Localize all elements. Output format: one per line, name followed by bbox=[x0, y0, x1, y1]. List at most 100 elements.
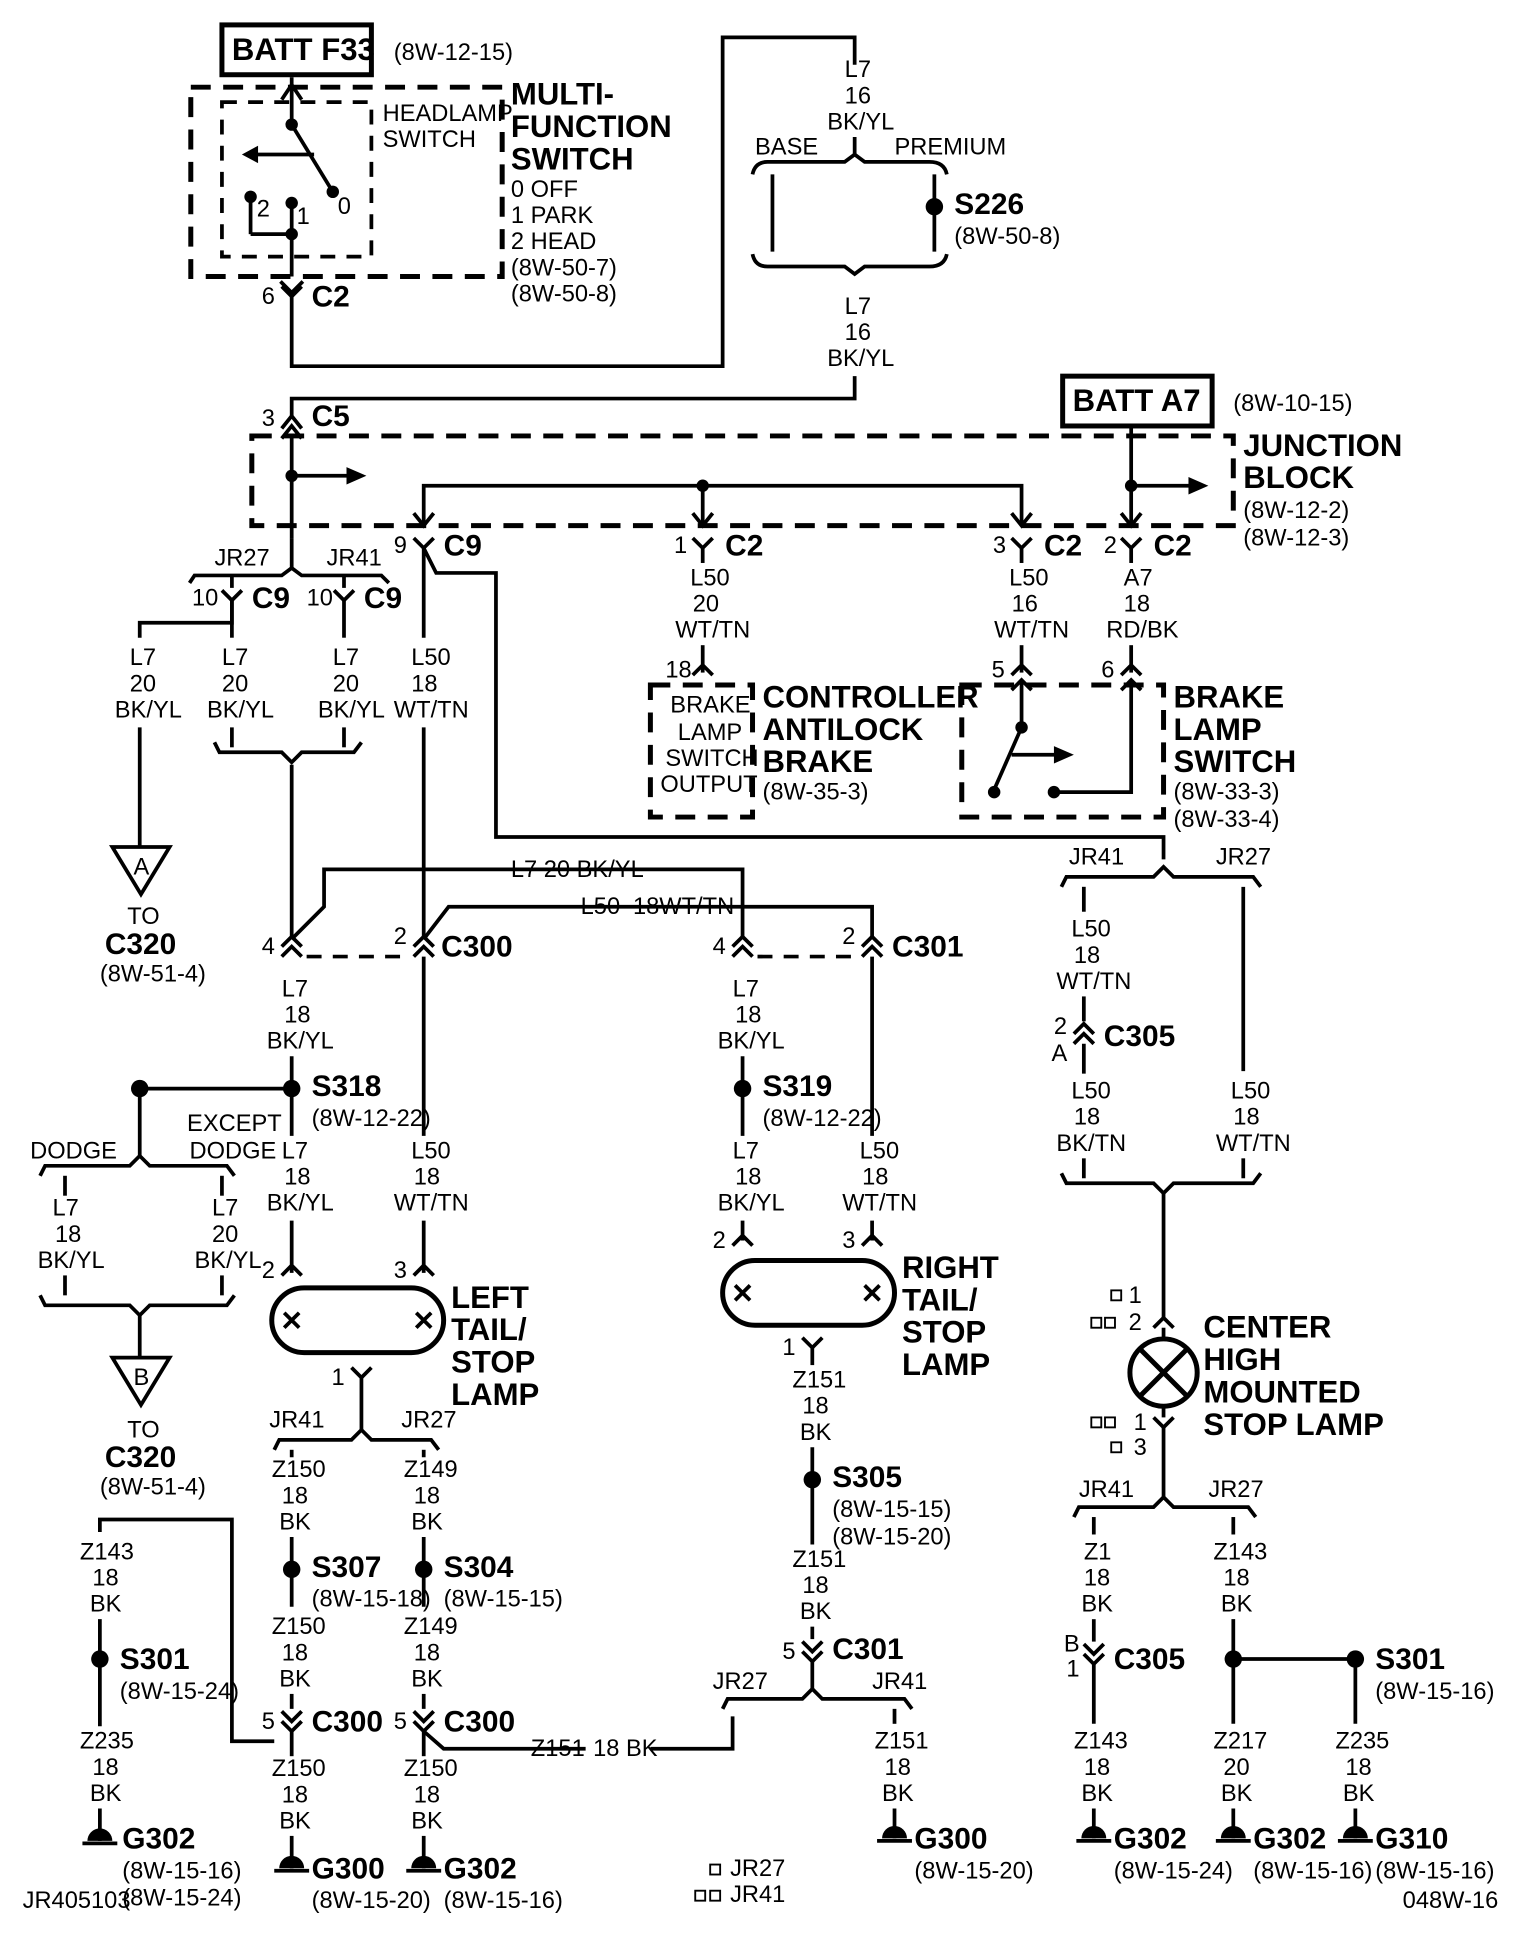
l7-18-s318-3: BK/YL bbox=[267, 1191, 334, 1217]
z150-c-3: BK bbox=[279, 1808, 311, 1834]
c305-top-sub: A bbox=[1051, 1041, 1067, 1067]
batt-a7-ref: (8W-10-15) bbox=[1233, 391, 1352, 417]
l7-18-s318-1: L7 bbox=[282, 1138, 308, 1164]
chmsl-title-1: CENTER bbox=[1203, 1310, 1331, 1345]
l50-18-s318-3: WT/TN bbox=[394, 1191, 469, 1217]
right-lamp-title-2: TAIL/ bbox=[902, 1282, 978, 1317]
z217-3: BK bbox=[1221, 1781, 1253, 1807]
z143-r-1: Z143 bbox=[1213, 1539, 1267, 1565]
chmsl-title-3: MOUNTED bbox=[1203, 1374, 1360, 1409]
g302-l-label: G302 bbox=[122, 1822, 195, 1855]
left-lamp-title-1: LEFT bbox=[451, 1280, 529, 1315]
jb-title-1: JUNCTION bbox=[1243, 428, 1402, 463]
z151-c-2: 18 bbox=[885, 1755, 911, 1781]
l7-20-dodge-2: 20 bbox=[212, 1222, 238, 1248]
s307-label: S307 bbox=[312, 1551, 382, 1584]
bls-title-1: BRAKE bbox=[1174, 679, 1285, 714]
jr27-label-a: JR27 bbox=[214, 545, 269, 571]
l7-20-dodge-1: L7 bbox=[212, 1196, 238, 1222]
left-lamp-pin2: 2 bbox=[262, 1258, 275, 1284]
l50-18-bt-2: 18 bbox=[1074, 1105, 1100, 1131]
s304-ref: (8W-15-15) bbox=[444, 1587, 563, 1613]
mfs-title-1: MULTI- bbox=[511, 77, 614, 112]
c2-top-pin: 6 bbox=[262, 284, 275, 310]
chmsl-bot-pin1: 1 bbox=[1134, 1410, 1147, 1436]
c301-label: C301 bbox=[832, 1633, 903, 1666]
l7-18-s319-3: BK/YL bbox=[718, 1191, 785, 1217]
mfs-title-2: FUNCTION bbox=[511, 109, 672, 144]
chmsl-title-4: STOP LAMP bbox=[1203, 1407, 1383, 1442]
g302-d-label: G302 bbox=[1253, 1822, 1326, 1855]
to-a-to: TO bbox=[127, 904, 159, 930]
left-lamp-pin1: 1 bbox=[332, 1365, 345, 1391]
c9-b-label: C9 bbox=[364, 582, 402, 615]
s319-ref: (8W-12-22) bbox=[762, 1106, 881, 1132]
switch-pos-2: 2 bbox=[257, 197, 270, 223]
l50-18-s319-3: WT/TN bbox=[842, 1191, 917, 1217]
c305-top-pin: 2 bbox=[1054, 1014, 1067, 1040]
z149-a-1: Z149 bbox=[404, 1457, 458, 1483]
c2-top-label: C2 bbox=[312, 280, 350, 313]
switch-pos-0: 0 bbox=[338, 194, 351, 220]
to-a-letter: A bbox=[134, 854, 150, 880]
c305-b-sub: 1 bbox=[1066, 1656, 1079, 1682]
z151-c-3: BK bbox=[882, 1781, 914, 1807]
headlamp-switch-line1: HEADLAMP bbox=[383, 101, 513, 127]
s226-ref: (8W-50-8) bbox=[954, 224, 1060, 250]
l50-18-cr-3: WT/TN bbox=[1056, 969, 1131, 995]
right-lamp-title-4: LAMP bbox=[902, 1347, 990, 1382]
mfs-ref-1: (8W-50-7) bbox=[511, 255, 617, 281]
right-tail-stop-lamp bbox=[720, 1257, 898, 1328]
l50-18-c9-3: WT/TN bbox=[394, 697, 469, 723]
s318-ref: (8W-12-22) bbox=[312, 1106, 431, 1132]
premium-label: PREMIUM bbox=[895, 134, 1007, 160]
l50-16-c2-1: L50 bbox=[1009, 565, 1048, 591]
c301-top-label: C301 bbox=[892, 931, 963, 964]
cab-inner-1: BRAKE bbox=[670, 692, 750, 718]
l7-20-a-2: 20 bbox=[130, 671, 156, 697]
g300-a-label: G300 bbox=[312, 1852, 385, 1885]
l7-20-c-2: 20 bbox=[333, 671, 359, 697]
mfs-title-3: SWITCH bbox=[511, 141, 634, 176]
l7-16-bot-3: BK/YL bbox=[827, 346, 894, 372]
batt-f33-label: BATT F33 bbox=[232, 32, 375, 67]
s318-label: S318 bbox=[312, 1070, 382, 1103]
l7-16-top-2: 16 bbox=[845, 83, 871, 109]
g302-c-ref: (8W-15-24) bbox=[1114, 1858, 1233, 1884]
l7-18-left-3: BK/YL bbox=[267, 1029, 334, 1055]
left-lamp-title-2: TAIL/ bbox=[451, 1312, 527, 1347]
bls-ref-2: (8W-33-4) bbox=[1174, 807, 1280, 833]
g302-b-label: G302 bbox=[444, 1852, 517, 1885]
c301-pin: 5 bbox=[782, 1639, 795, 1665]
z151-a-1: Z151 bbox=[792, 1368, 846, 1394]
s301-l-ref: (8W-15-24) bbox=[120, 1679, 239, 1705]
right-lamp-pin3: 3 bbox=[842, 1228, 855, 1254]
base-label: BASE bbox=[755, 134, 818, 160]
z217-2: 20 bbox=[1223, 1755, 1249, 1781]
z149-a-2: 18 bbox=[414, 1483, 440, 1509]
ground-g310 bbox=[1337, 1825, 1373, 1843]
l7-18-right-3: BK/YL bbox=[718, 1029, 785, 1055]
l50-18-cr-2: 18 bbox=[1074, 943, 1100, 969]
left-lamp-title-3: STOP bbox=[451, 1345, 535, 1380]
cab-title-2: ANTILOCK bbox=[762, 712, 923, 747]
z143-c-3: BK bbox=[1081, 1781, 1113, 1807]
g300-b-ref: (8W-15-20) bbox=[914, 1858, 1033, 1884]
mfs-ref-2: (8W-50-8) bbox=[511, 281, 617, 307]
to-c320-b: B TO C320 (8W-51-4) bbox=[100, 1355, 206, 1501]
bls-pin5: 5 bbox=[992, 658, 1005, 684]
l50-18-s319-1: L50 bbox=[860, 1138, 899, 1164]
right-lamp-title-1: RIGHT bbox=[902, 1250, 999, 1285]
right-lamp-pin2: 2 bbox=[713, 1228, 726, 1254]
l7-20-c-3: BK/YL bbox=[318, 697, 385, 723]
l50-20-c2-3: WT/TN bbox=[675, 618, 750, 644]
z143-r-3: BK bbox=[1221, 1592, 1253, 1618]
mfs-pos-park: 1 PARK bbox=[511, 203, 594, 229]
s305-ref2: (8W-15-20) bbox=[832, 1524, 951, 1550]
z143-l-1: Z143 bbox=[80, 1539, 134, 1565]
l7-18-dodge-3: BK/YL bbox=[38, 1248, 105, 1274]
l50-18-s318-2: 18 bbox=[414, 1164, 440, 1190]
z235-r-1: Z235 bbox=[1335, 1729, 1389, 1755]
g302-l-ref2: (8W-15-24) bbox=[122, 1886, 241, 1912]
z149-b-3: BK bbox=[411, 1666, 443, 1692]
